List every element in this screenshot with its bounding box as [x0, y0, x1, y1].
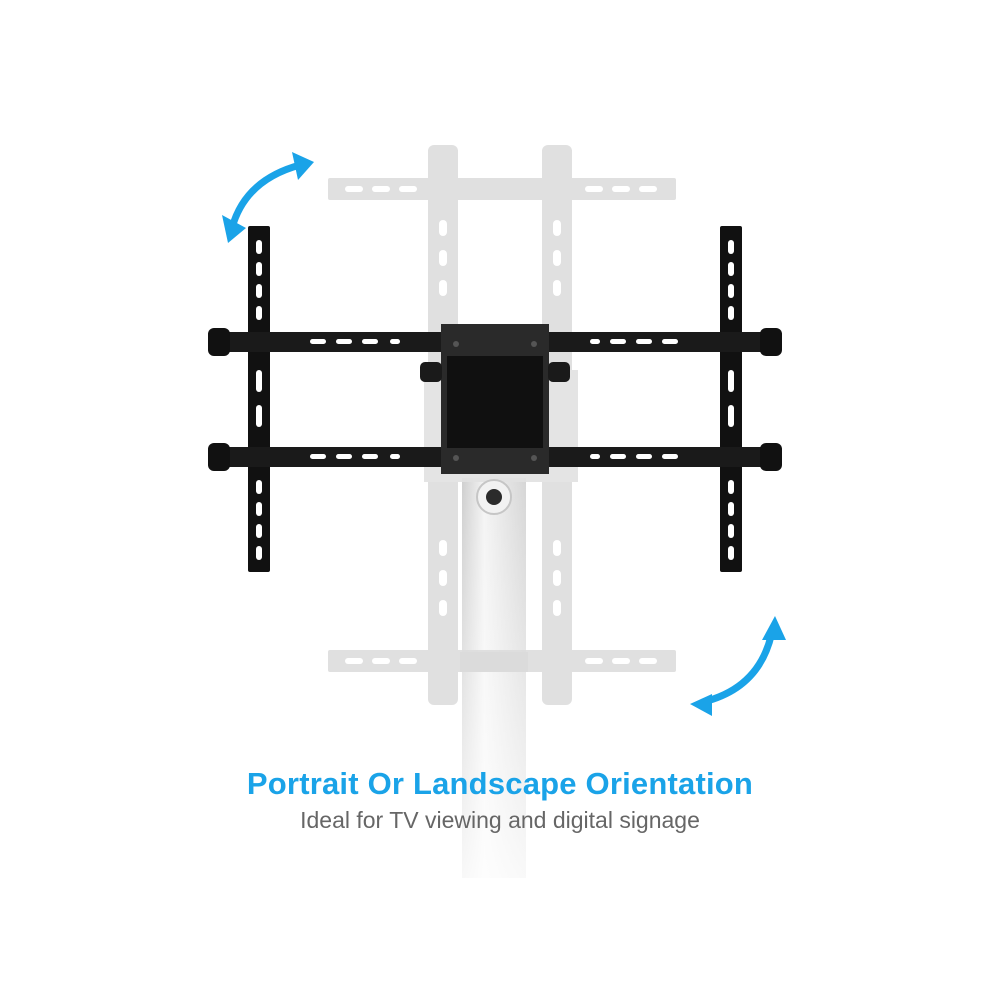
curved-double-arrow-icon	[690, 616, 786, 716]
pivot-knob	[476, 479, 512, 515]
headline: Portrait Or Landscape Orientation	[246, 766, 754, 801]
curved-double-arrow-icon	[222, 152, 314, 243]
stand-pole	[460, 478, 528, 878]
subheadline: Ideal for TV viewing and digital signage	[300, 807, 700, 833]
center-backplate	[420, 324, 570, 474]
left-bracket	[248, 226, 270, 572]
landscape-mount	[208, 226, 782, 572]
right-bracket	[720, 226, 742, 572]
